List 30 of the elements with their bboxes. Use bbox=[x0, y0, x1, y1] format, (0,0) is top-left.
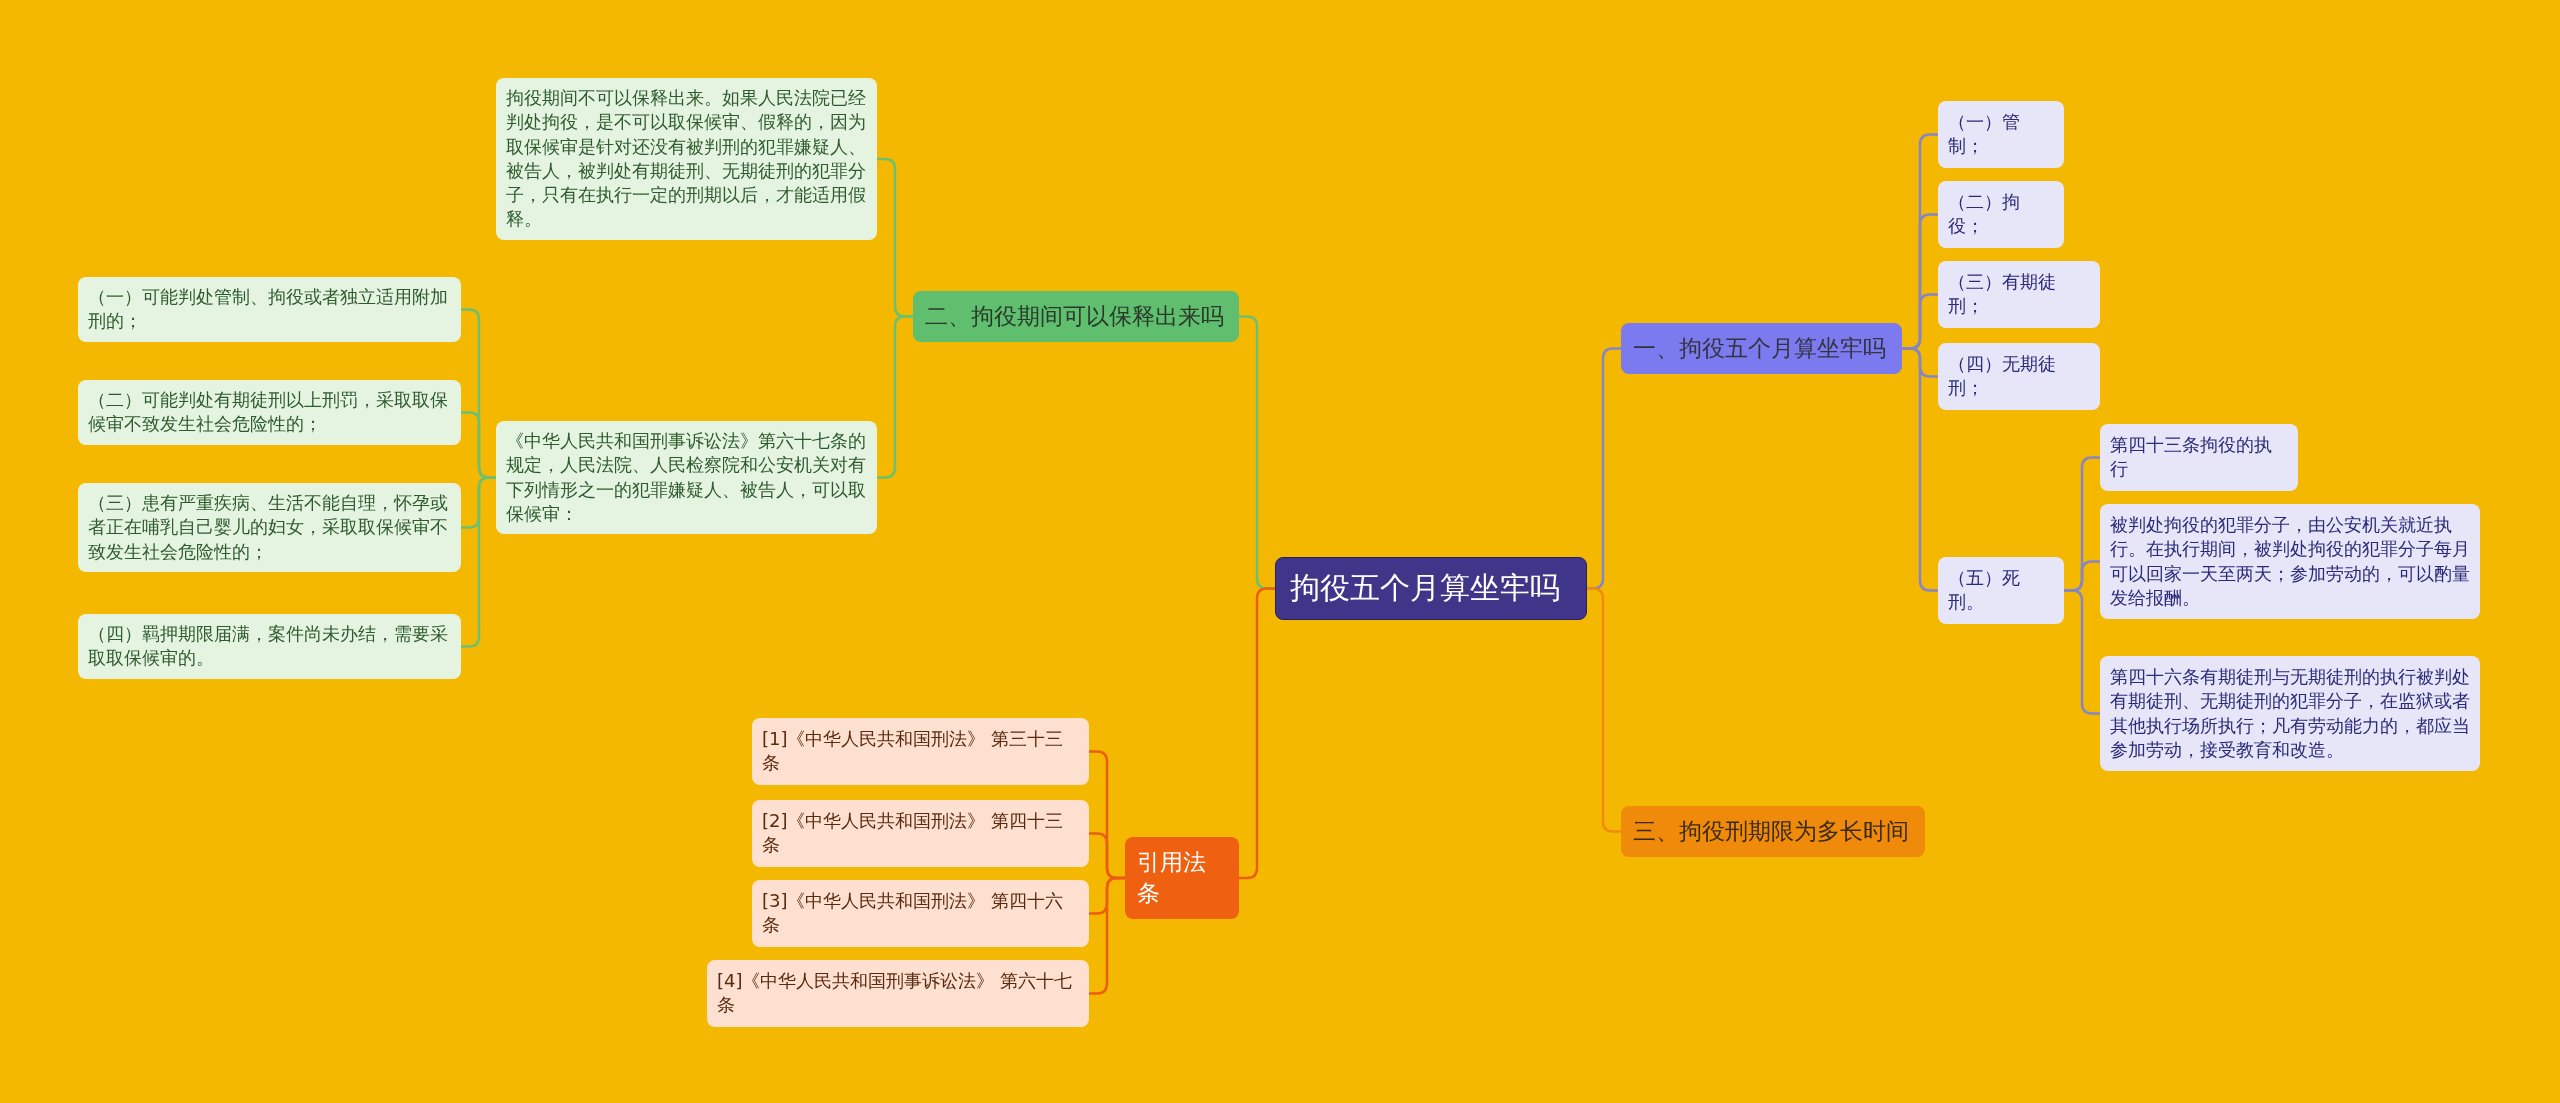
topic-box: 二、拘役期间可以保释出来吗 bbox=[913, 291, 1239, 343]
reference-box: [2]《中华人民共和国刑法》 第四十三条 bbox=[752, 800, 1089, 867]
reference-box: [4]《中华人民共和国刑事诉讼法》 第六十七条 bbox=[707, 960, 1089, 1027]
subtopic-box: 被判处拘役的犯罪分子，由公安机关就近执行。在执行期间，被判处拘役的犯罪分子每月可以回家一天至两天；参加劳动的，可以酌量发给报酬。 bbox=[2100, 504, 2480, 620]
subtopic-box: （二）拘役； bbox=[1938, 181, 2064, 248]
topic-box: 引用法条 bbox=[1125, 837, 1239, 920]
connector-line bbox=[1089, 876, 1125, 995]
subtopic-box: （三）有期徒刑； bbox=[1938, 261, 2100, 328]
subtopic-box: （三）患有严重疾病、生活不能自理，怀孕或者正在哺乳自己婴儿的妇女，采取取保候审不致发生社会危险性的； bbox=[78, 483, 461, 572]
subtopic-box: 第四十三条拘役的执行 bbox=[2100, 424, 2298, 491]
subtopic-box: （五）死刑。 bbox=[1938, 557, 2064, 624]
subtopic-box: （四）无期徒刑； bbox=[1938, 343, 2100, 410]
subtopic-box: （二）可能判处有期徒刑以上刑罚，采取取保候审不致发生社会危险性的； bbox=[78, 380, 461, 445]
topic-box: 一、拘役五个月算坐牢吗 bbox=[1621, 323, 1902, 375]
subtopic-box: 《中华人民共和国刑事诉讼法》第六十七条的规定，人民法院、人民检察院和公安机关对有下列情形之一的犯罪嫌疑人、被告人，可以取保候审： bbox=[496, 421, 877, 535]
connector-line bbox=[2064, 589, 2100, 715]
reference-box: [3]《中华人民共和国刑法》 第四十六条 bbox=[752, 880, 1089, 947]
subtopic-box: （一）可能判处管制、拘役或者独立适用附加刑的； bbox=[78, 277, 461, 342]
connector-line bbox=[1239, 587, 1275, 880]
reference-box: [1]《中华人民共和国刑法》 第三十三条 bbox=[752, 718, 1089, 785]
connector-line bbox=[1587, 587, 1621, 833]
subtopic-box: 拘役期间不可以保释出来。如果人民法院已经判处拘役，是不可以取保候审、假释的，因为取保候审是针对还没有被判刑的犯罪嫌疑人、被告人，被判处有期徒刑、无期徒刑的犯罪分子，只有在执行一定的刑期以后，才能适用假释。 bbox=[496, 78, 877, 240]
subtopic-box: （四）羁押期限届满，案件尚未办结，需要采取取保候审的。 bbox=[78, 614, 461, 679]
central-topic-box: 拘役五个月算坐牢吗 bbox=[1275, 557, 1587, 620]
subtopic-box: （一）管制； bbox=[1938, 101, 2064, 168]
connector-line bbox=[1902, 347, 1938, 592]
connector-line bbox=[461, 476, 496, 648]
connector-line bbox=[877, 315, 913, 479]
topic-box: 三、拘役刑期限为多长时间 bbox=[1621, 806, 1925, 858]
subtopic-box: 第四十六条有期徒刑与无期徒刑的执行被判处有期徒刑、无期徒刑的犯罪分子，在监狱或者其他执行场所执行；凡有劳动能力的，都应当参加劳动，接受教育和改造。 bbox=[2100, 656, 2480, 772]
